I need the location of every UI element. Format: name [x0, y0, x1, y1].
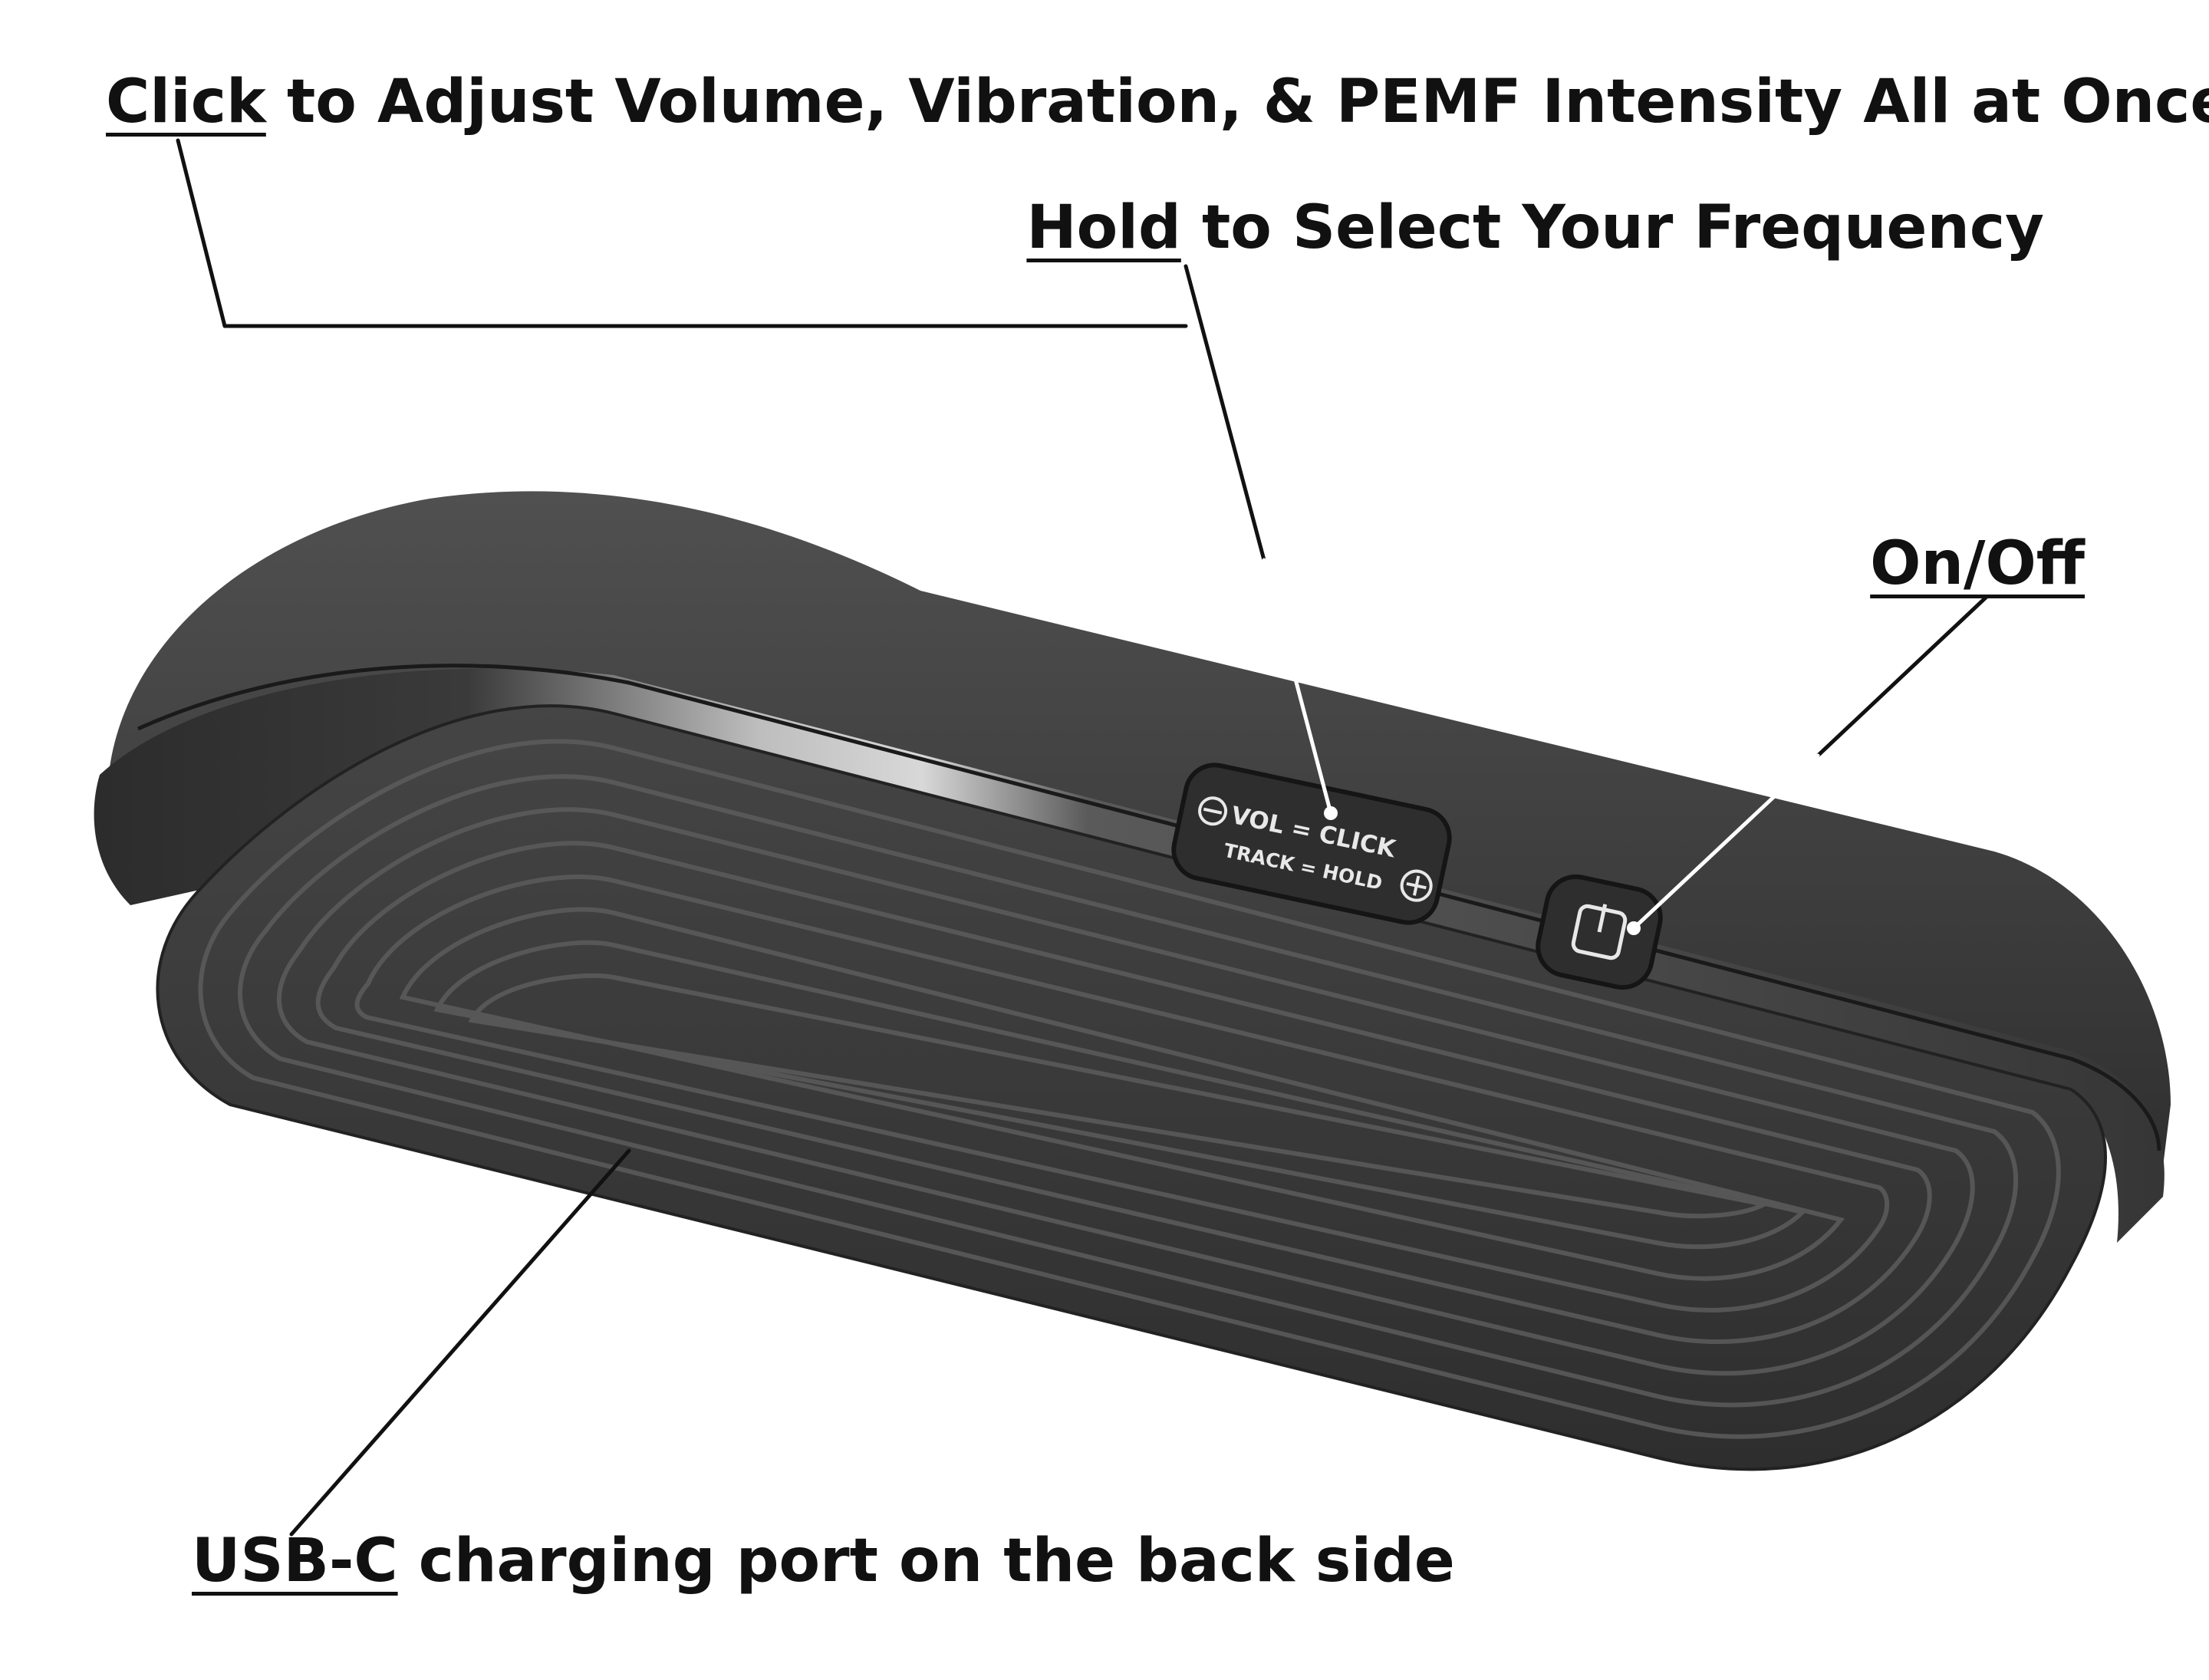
hold-callout: Hold to Select Your Frequency [1026, 193, 2044, 262]
hold-callout-text: to Select Your Frequency [1180, 193, 2044, 262]
device-ridges [198, 739, 2061, 1439]
usbc-leader-line [289, 1148, 631, 1537]
minus-circle-icon [1198, 796, 1228, 826]
device-side-band [94, 668, 2165, 1243]
leader-lines [176, 138, 1989, 1537]
hold-keyword: Hold [1026, 193, 1181, 262]
usbc-keyword: USB-C [192, 1527, 398, 1596]
hold-leader-line [1184, 264, 1266, 562]
device-seam-line [137, 664, 2161, 1151]
click-leader-line [176, 138, 1188, 328]
plus-icon-vstroke [1412, 875, 1421, 896]
click-keyword: Click [106, 68, 266, 137]
usbc-callout-text: charging port on the back side [397, 1527, 1455, 1596]
hold-leader-dot [1324, 806, 1338, 820]
click-callout: Click to Adjust Volume, Vibration, & PEM… [106, 68, 2209, 137]
power-icon [1571, 904, 1628, 960]
plus-circle-icon [1400, 869, 1433, 902]
onoff-leader-line-light [1631, 753, 1820, 931]
device-front-face [156, 704, 2107, 1471]
power-button[interactable] [1532, 871, 1666, 993]
onoff-keyword: On/Off [1870, 529, 2085, 598]
usbc-callout: USB-C charging port on the back side [192, 1527, 1455, 1596]
onoff-leader-dot [1627, 921, 1641, 935]
click-callout-text: to Adjust Volume, Vibration, & PEMF Inte… [265, 68, 2209, 137]
hold-leader-line-light [1262, 558, 1333, 815]
vol-track-button[interactable]: VOL = CLICK TRACK = HOLD [1168, 759, 1455, 927]
onoff-leader-line [1816, 595, 1989, 758]
pemf-device: VOL = CLICK TRACK = HOLD [94, 491, 2171, 1471]
minus-icon-stroke [1203, 807, 1223, 815]
onoff-callout: On/Off [1870, 529, 2085, 598]
